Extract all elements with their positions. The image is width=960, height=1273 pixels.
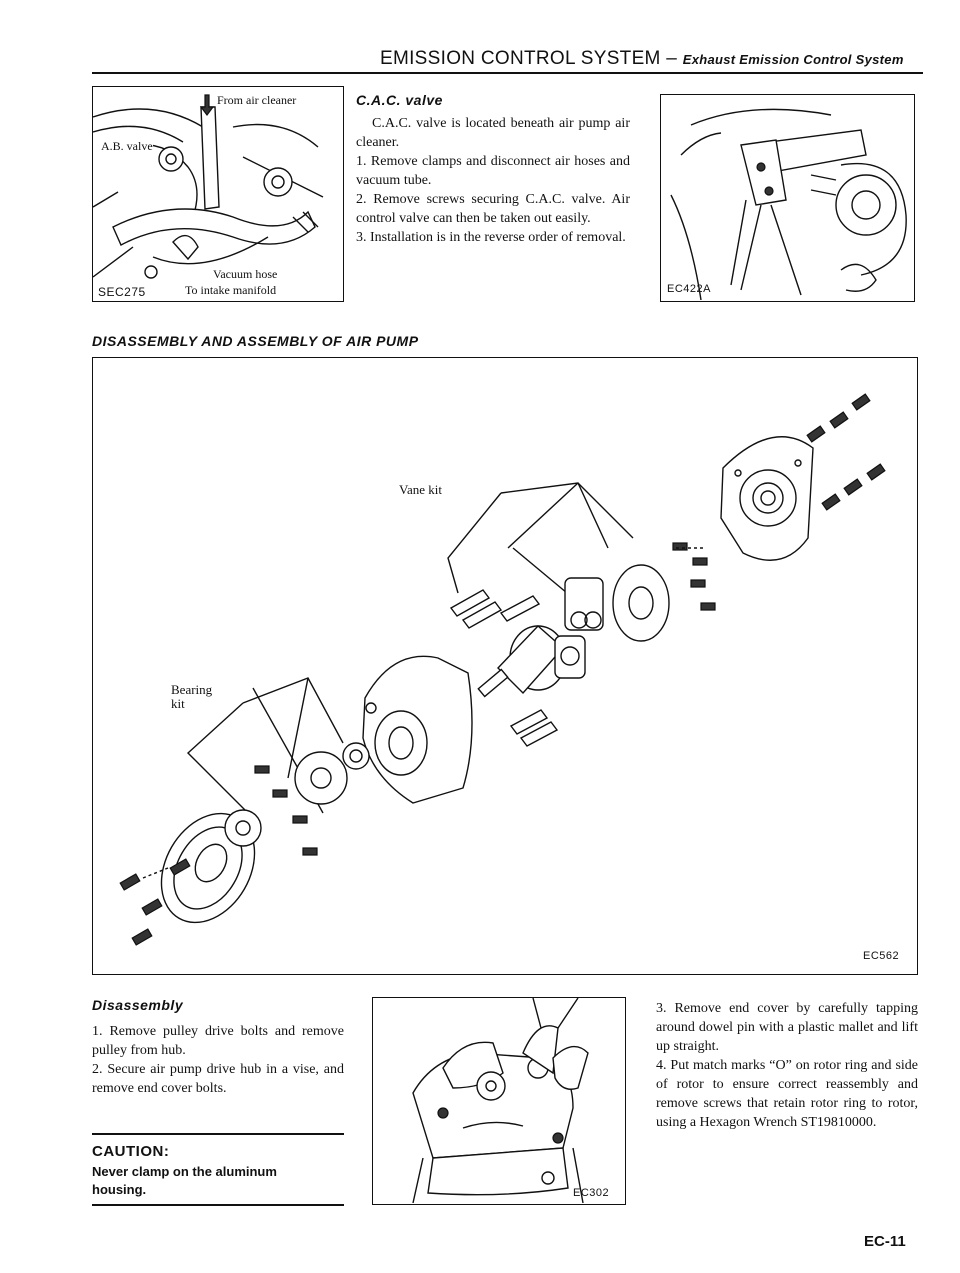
- page-number: EC-11: [864, 1233, 906, 1250]
- caution-title: CAUTION:: [92, 1143, 170, 1160]
- vane-screws: [672, 542, 716, 611]
- label-vacuum-hose: Vacuum hose: [213, 267, 278, 282]
- figure-code-sec275: SEC275: [98, 285, 146, 299]
- disassembly-title: Disassembly: [92, 997, 184, 1013]
- figure-code-ec302: EC302: [573, 1187, 610, 1199]
- disassembly-step-3: 3. Remove end cover by carefully tapping…: [656, 1001, 918, 1054]
- label-vane-kit: Vane kit: [399, 482, 442, 498]
- engine-hose-illustration: [93, 94, 324, 279]
- label-from-air-cleaner: From air cleaner: [217, 93, 297, 108]
- header-subtitle: Exhaust Emission Control System: [682, 52, 904, 67]
- cac-valve-illustration: [670, 108, 907, 300]
- header-separator: –: [660, 48, 683, 69]
- header-title: EMISSION CONTROL SYSTEM: [380, 48, 661, 69]
- page-header: EMISSION CONTROL SYSTEM – Exhaust Emissi…: [380, 48, 904, 70]
- air-pump-exploded-view: [119, 393, 886, 946]
- disassembly-step-4: 4. Put match marks “O” on rotor ring and…: [656, 1058, 918, 1130]
- disassembly-step-1: 1. Remove pulley drive bolts and remove …: [92, 1024, 344, 1058]
- hub-screws: [254, 765, 318, 856]
- caution-text: Never clamp on the aluminum housing.: [92, 1164, 277, 1197]
- air-pump-section-title: DISASSEMBLY AND ASSEMBLY OF AIR PUMP: [92, 333, 419, 349]
- cac-step-1: 1. Remove clamps and disconnect air hose…: [356, 154, 630, 188]
- disassembly-steps-right: 3. Remove end cover by carefully tapping…: [656, 999, 918, 1132]
- label-bearing-kit: Bearing kit: [171, 682, 213, 711]
- figure-code-ec562: EC562: [863, 950, 900, 962]
- cac-step-3: 3. Installation is in the reverse order …: [356, 230, 626, 245]
- caution-top-rule: [92, 1133, 344, 1135]
- pulley-bolts: [119, 858, 191, 946]
- caution-bottom-rule: [92, 1204, 344, 1206]
- cac-valve-intro: C.A.C. valve is located beneath air pump…: [356, 116, 630, 150]
- figure-ec422a: EC422A: [660, 94, 915, 302]
- disassembly-steps-left: 1. Remove pulley drive bolts and remove …: [92, 1022, 344, 1098]
- label-to-intake-manifold: To intake manifold: [185, 283, 277, 298]
- cac-step-2: 2. Remove screws securing C.A.C. valve. …: [356, 192, 630, 226]
- end-cover-removal-illustration: [412, 998, 589, 1203]
- cac-valve-body: C.A.C. valve is located beneath air pump…: [356, 114, 630, 247]
- figure-ec562: Vane kit Bearing kit EC562: [92, 357, 918, 975]
- figure-ec302: EC302: [372, 997, 626, 1205]
- end-cover-bolts: [806, 393, 886, 511]
- header-rule: [92, 72, 923, 74]
- label-ab-valve: A.B. valve: [101, 139, 153, 154]
- disassembly-step-2: 2. Secure air pump drive hub in a vise, …: [92, 1062, 344, 1096]
- cac-valve-title: C.A.C. valve: [356, 92, 443, 108]
- figure-sec275: From air cleaner A.B. valve Vacuum hose …: [92, 86, 344, 302]
- figure-code-ec422a: EC422A: [667, 283, 711, 295]
